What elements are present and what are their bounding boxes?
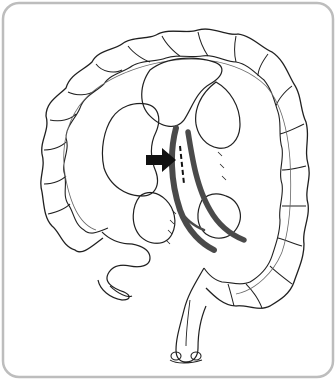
- figure-frame: [3, 3, 333, 377]
